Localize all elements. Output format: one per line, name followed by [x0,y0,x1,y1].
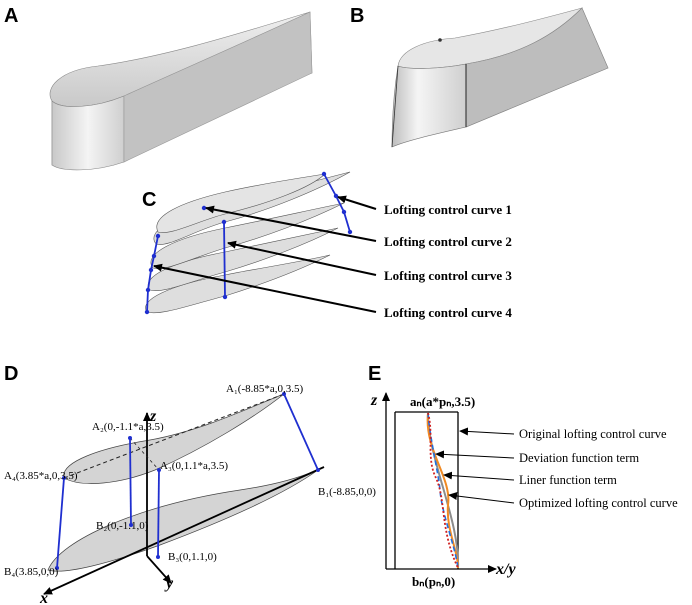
y-axis [146,555,172,584]
segmented-wing-side-shade [465,7,609,128]
panel-b-letter: B [350,5,364,27]
panel-e-letter: E [368,363,381,385]
e-arrow-liner [443,471,515,481]
e-top-point: aₙ(a*pₙ,3.5) [410,394,475,409]
panel-c-letter: C [142,189,156,211]
point-a4: A₄(3.85*a,0,3.5) [4,470,78,482]
panel-a: A [4,5,313,171]
y-chord-dashed [129,437,160,471]
point-b3: B₃(0,1.1,0) [168,551,217,563]
panel-c: C Lofting control curve 1 Lofting contro… [142,171,512,320]
arrow-curve-4 [153,263,377,313]
arrow-curve-3 [227,240,377,276]
wing-front-face [51,95,125,171]
e-label-liner: Liner function term [519,473,617,487]
d-axis-z: z [149,408,157,425]
e-bottom-point: bₙ(pₙ,0) [412,574,455,589]
point-a3: A₃(0,1.1*a,3.5) [160,460,228,472]
e-arrow-optimized [448,492,515,504]
label-curve-1: Lofting control curve 1 [384,202,512,217]
label-curve-4: Lofting control curve 4 [384,305,512,320]
panel-e: E Original lofting control curve Deviati… [368,363,678,589]
panel-d: D z y x A₁(-8.85*a,0,3.5) A₂(0,-1.1*a,3.… [4,363,376,605]
control-curve-trailing [323,173,351,233]
segmented-wing-front [391,63,467,148]
label-curve-2: Lofting control curve 2 [384,234,512,249]
d-points [55,392,320,570]
point-b1: B₁(-8.85,0,0) [318,486,376,498]
e-label-deviation: Deviation function term [519,451,639,465]
panel-d-letter: D [4,363,18,385]
panel-a-letter: A [4,5,18,27]
arrow-curve-2 [205,205,377,242]
airfoil-section-0 [156,173,326,233]
e-label-original: Original lofting control curve [519,427,667,441]
top-chord-dashed [63,393,285,479]
control-curve-mid [223,221,226,298]
e-axis-z: z [370,392,378,409]
x-axis [43,466,325,595]
e-arrow-deviation [435,450,515,459]
point-b2: B₂(0,-1.1,0) [96,520,149,532]
e-deviation-curve [427,412,459,569]
point-a2: A₂(0,-1.1*a,3.5) [92,421,164,433]
e-arrow-original [459,427,515,436]
wing-side-shade [123,11,313,163]
e-optimized-curve [426,412,459,569]
e-axis-xy: x/y [495,561,516,578]
label-curve-3: Lofting control curve 3 [384,268,512,283]
point-a1: A₁(-8.85*a,0,3.5) [226,383,303,395]
panel-b: B [350,5,609,148]
e-label-optimized: Optimized lofting control curve [519,496,678,510]
arrow-curve-1 [337,195,377,210]
segment-edge [391,65,399,148]
segment-point [438,38,442,42]
d-axis-x: x [39,590,48,605]
point-b4: B₄(3.85,0,0) [4,566,59,578]
d-axis-y: y [164,575,174,592]
vertical-connectors [56,393,319,569]
